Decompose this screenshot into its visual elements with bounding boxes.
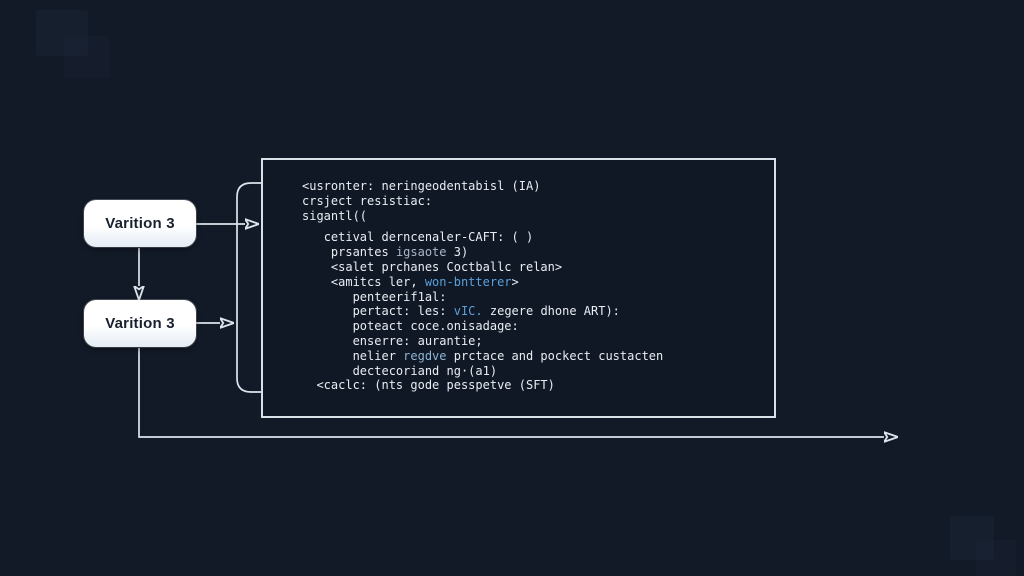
code-segment: <usronter: neringeodentabisl (IA) (302, 179, 541, 193)
variation-node-1: Varition 3 (84, 200, 196, 247)
code-segment: zegere dhone ART): (482, 304, 620, 319)
code-segment: <caclc: (nts gode pesspetve (SFT) (316, 378, 555, 393)
code-segment: prsantes (330, 245, 396, 260)
code-line: enserre: aurantie; (302, 334, 764, 349)
code-line (302, 223, 764, 230)
watermark-bottom-right-block (950, 516, 994, 560)
code-line: <amitcs ler, won-bntterer> (302, 275, 764, 290)
variation-node-2: Varition 3 (84, 300, 196, 347)
code-line: prsantes igsaote 3) (302, 245, 764, 260)
code-segment: vIC. (453, 304, 483, 319)
code-segment: crsject resistiac: (302, 193, 433, 208)
code-line: poteact coce.onisadage: (302, 319, 764, 334)
code-segment: prctace and pockect custacten (446, 348, 664, 363)
code-line: crsject resistiac: (302, 194, 764, 209)
watermark-top-left-block (64, 36, 110, 78)
code-line: nelier regdve prctace and pockect custac… (302, 349, 764, 364)
code-line: <salet prchanes Coctballc relan> (302, 260, 764, 275)
code-line: penteerif1al: (302, 290, 764, 305)
code-segment: penteerif1al: (352, 289, 447, 304)
bracket-to-panel (236, 182, 262, 393)
code-line: <usronter: neringeodentabisl (IA) (302, 179, 764, 194)
code-segment: poteact coce.onisadage: (352, 319, 519, 334)
code-segment: <amitcs ler, (330, 274, 425, 289)
code-line: sigantl(( (302, 209, 764, 224)
watermark-top-left-block (36, 10, 88, 56)
code-segment: regdve (403, 348, 447, 363)
code-segment: sigantl(( (302, 208, 368, 223)
code-segment: won-bntterer (424, 274, 512, 289)
code-segment: > (511, 274, 519, 289)
code-line: dectecoriand ng·(a1) (302, 364, 764, 379)
code-segment: pertact: les: (352, 304, 454, 319)
code-line: pertact: les: vIC. zegere dhone ART): (302, 304, 764, 319)
variation-node-2-label: Varition 3 (105, 315, 175, 332)
code-segment: igsaote (395, 245, 447, 260)
code-line: <caclc: (nts gode pesspetve (SFT) (302, 378, 764, 393)
watermark-bottom-right-block (976, 540, 1016, 576)
code-segment: <salet prchanes Coctballc relan> (330, 259, 563, 274)
node2-bottom-long-right-arrow (138, 348, 884, 437)
code-segment: cetival derncenaler-CAFT: ( ) (323, 230, 534, 245)
code-segment: 3) (446, 245, 469, 260)
code-segment: enserre: aurantie; (352, 333, 483, 348)
code-block: <usronter: neringeodentabisl (IA)crsject… (302, 179, 764, 393)
code-segment: nelier (352, 348, 404, 363)
code-segment: dectecoriand ng·(a1) (352, 363, 498, 378)
variation-node-1-label: Varition 3 (105, 215, 175, 232)
code-line: cetival derncenaler-CAFT: ( ) (302, 230, 764, 245)
code-panel: <usronter: neringeodentabisl (IA)crsject… (261, 158, 776, 418)
